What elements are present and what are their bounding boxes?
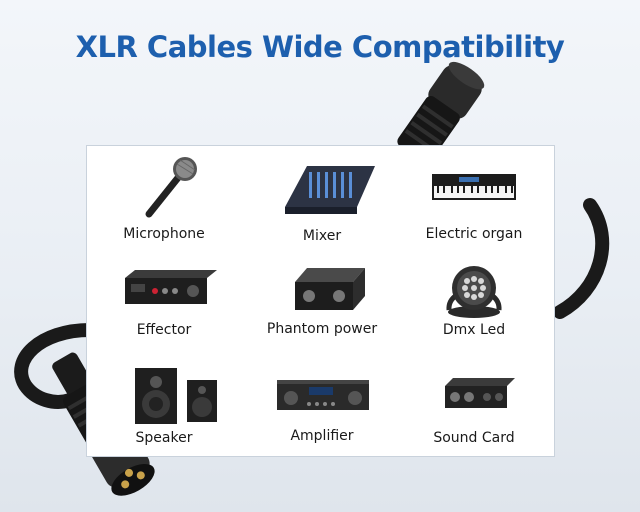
- amplifier-icon: [277, 380, 369, 410]
- device-amplifier: Amplifier: [247, 360, 397, 460]
- device-label: Mixer: [302, 228, 342, 244]
- device-label: Amplifier: [290, 428, 354, 444]
- device-effector: Effector: [89, 254, 239, 354]
- dmx-led-icon: [446, 266, 502, 318]
- phantom-power-icon: [295, 268, 365, 310]
- device-speaker: Speaker: [89, 360, 239, 460]
- device-label: Electric organ: [425, 226, 523, 242]
- device-phantom-power: Phantom power: [247, 254, 397, 354]
- device-label: Dmx Led: [442, 322, 506, 338]
- page-title: XLR Cables Wide Compatibility: [75, 30, 565, 64]
- mixer-icon: [285, 166, 375, 214]
- device-label: Speaker: [135, 430, 193, 446]
- compatibility-panel: Microphone Mixer: [86, 145, 555, 457]
- microphone-icon: [145, 157, 197, 218]
- device-label: Phantom power: [266, 321, 378, 337]
- device-electric-organ: Electric organ: [399, 152, 549, 252]
- device-label: Effector: [136, 322, 192, 338]
- effector-icon: [125, 270, 217, 304]
- device-microphone: Microphone: [89, 152, 239, 252]
- speaker-icon: [135, 368, 217, 424]
- device-sound-card: Sound Card: [399, 360, 549, 460]
- device-dmx-led: Dmx Led: [399, 254, 549, 354]
- device-label: Sound Card: [433, 430, 515, 446]
- device-mixer: Mixer: [247, 152, 397, 252]
- device-label: Microphone: [123, 226, 205, 242]
- sound-card-icon: [445, 378, 515, 408]
- keyboard-icon: [432, 174, 516, 200]
